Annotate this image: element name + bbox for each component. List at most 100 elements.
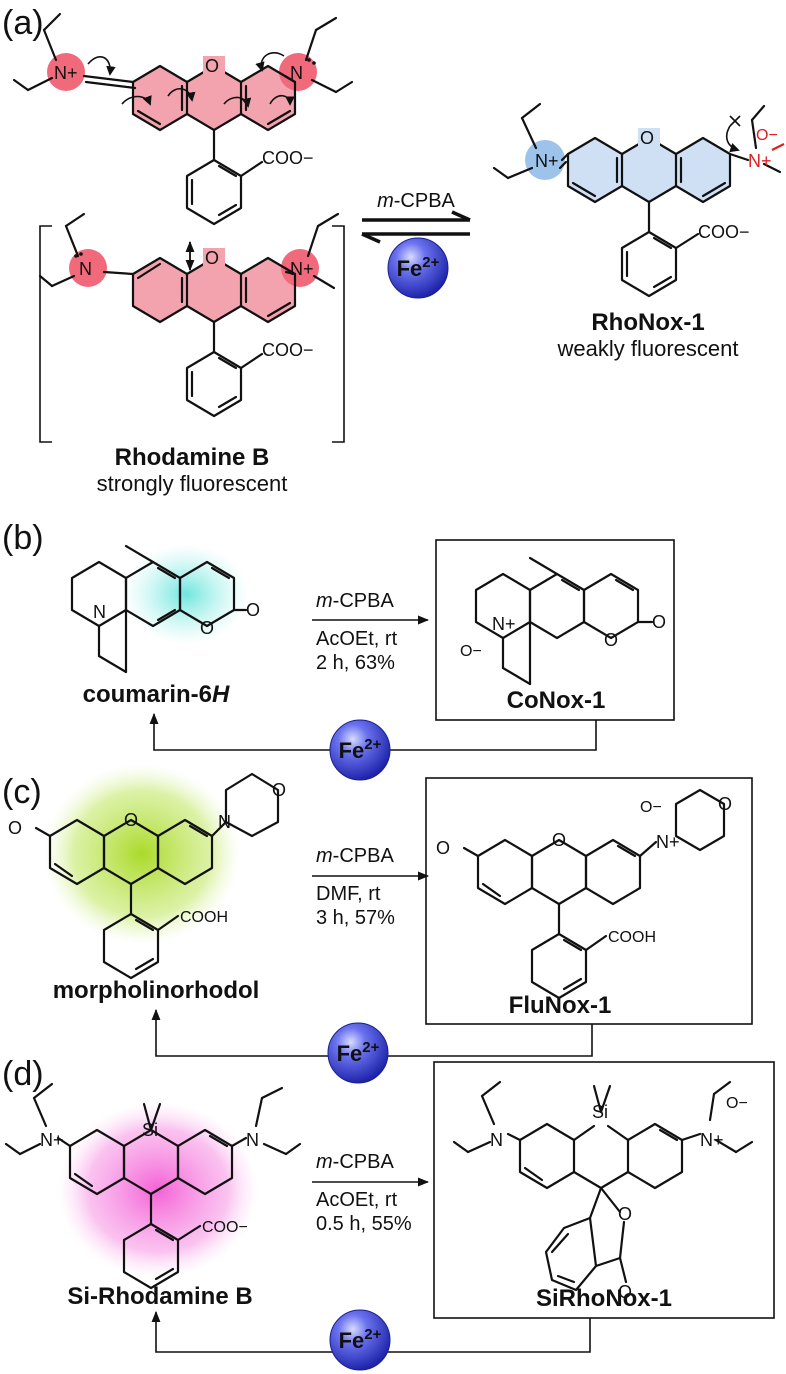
coumarin-atom-n: N xyxy=(93,602,106,622)
flunox-atom-o-carbonyl: O xyxy=(436,838,450,858)
svg-text:Fe2+: Fe2+ xyxy=(339,736,382,763)
rhonox-1-structure: O N+ N+ O− COO− xyxy=(492,102,785,298)
reagent-mcpba-d: m-CPBA xyxy=(316,1151,394,1173)
conox-atom-nplus: N+ xyxy=(492,614,516,634)
rhodamine-b-desc: strongly fluorescent xyxy=(97,471,288,496)
panel-d-label: (d) xyxy=(2,1055,44,1093)
atom-n-left-bottom: N xyxy=(79,259,92,279)
atom-o-top: O xyxy=(205,56,219,76)
conox-1-name: CoNox-1 xyxy=(507,687,606,714)
conditions-d-2: 0.5 h, 55% xyxy=(316,1213,412,1235)
reagent-mcpba-c: m-CPBA xyxy=(316,845,394,867)
flunox-cooh: COOH xyxy=(608,929,656,946)
conditions-c-2: 3 h, 57% xyxy=(316,907,395,929)
sirhonox-1-structure: Si N N+ O− O O xyxy=(452,1080,754,1302)
rhodamine-b-name: Rhodamine B xyxy=(115,444,270,471)
rhodamine-b-top-structure: O N+ N COO− xyxy=(12,12,354,226)
conox-atom-ominus: O− xyxy=(460,643,482,660)
sirhonox-atom-nplus: N+ xyxy=(700,1130,724,1150)
sirhonox-atom-o-lactone: O xyxy=(618,1204,632,1224)
flunox-1-name: FluNox-1 xyxy=(509,992,612,1019)
morpholinorhodol-structure: O O N O COOH xyxy=(8,764,286,980)
conditions-b-2: 2 h, 63% xyxy=(316,652,395,674)
si-rhodamine-atom-nplus: N+ xyxy=(40,1130,64,1150)
carboxylate-bottom: COO− xyxy=(262,340,314,360)
xanthene-highlight-bottom xyxy=(133,258,295,322)
coumarin-name: coumarin-6H xyxy=(83,681,230,708)
flunox-1-structure: O O N+ O− O COOH xyxy=(436,788,732,1000)
atom-o-bottom: O xyxy=(205,248,219,268)
rhodol-atom-o-carbonyl: O xyxy=(8,818,22,838)
panel-c-label: (c) xyxy=(2,773,42,811)
flunox-atom-ominus: O− xyxy=(640,799,662,816)
rhodamine-b-bottom-structure: O N N+ COO− xyxy=(38,212,340,418)
xanthene-highlight-top xyxy=(133,66,295,130)
bracket-left xyxy=(39,225,52,443)
carboxylate-top: COO− xyxy=(262,148,314,168)
panel-a: (a) xyxy=(2,4,785,496)
rhonox-atom-nplus-right: N+ xyxy=(748,151,772,171)
conox-1-box xyxy=(435,539,675,721)
si-rhodamine-atom-si: Si xyxy=(142,1120,158,1140)
sirhonox-atom-o-carbonyl: O xyxy=(618,1282,632,1302)
panel-d: (d) xyxy=(2,1055,775,1371)
sirhonox-atom-si: Si xyxy=(592,1102,608,1122)
atom-nplus-left-top: N+ xyxy=(54,63,78,83)
atom-nplus-right-bottom: N+ xyxy=(290,259,314,279)
sirhonox-atom-n: N xyxy=(490,1130,503,1150)
morpholine-atom-o: O xyxy=(272,780,286,800)
fe-ion-d: Fe2+ xyxy=(329,1309,391,1371)
conditions-c-1: DMF, rt xyxy=(316,883,381,905)
fe-ion-c: Fe2+ xyxy=(327,1022,389,1084)
conox-atom-o-carbonyl: O xyxy=(652,612,666,632)
flunox-atom-nplus: N+ xyxy=(656,832,680,852)
si-rhodamine-name: Si-Rhodamine B xyxy=(67,1283,252,1310)
si-rhodamine-atom-n: N xyxy=(246,1130,259,1150)
conox-atom-o: O xyxy=(604,630,618,650)
reagent-mcpba-a: m-CPBA xyxy=(377,190,455,212)
equilibrium-arrows: m-CPBA xyxy=(361,190,471,244)
flunox-atom-o-bridge: O xyxy=(552,830,566,850)
si-rhodamine-b-structure: Si N+ N COO− xyxy=(4,1082,302,1290)
n-highlight-blue xyxy=(525,140,565,180)
curly-arrows-top xyxy=(87,52,295,108)
coumarin-atom-o-carbonyl: O xyxy=(246,600,260,620)
svg-text:Fe2+: Fe2+ xyxy=(397,254,440,281)
rhodol-cooh: COOH xyxy=(180,909,228,926)
n-highlight-right-bottom xyxy=(281,249,319,287)
panel-a-label: (a) xyxy=(2,4,44,42)
panel-b: (b) N O O coumarin-6H m-CPBA xyxy=(2,519,675,781)
panel-c: (c) O O N O COOH xyxy=(2,764,753,1084)
rhonox-1-name: RhoNox-1 xyxy=(591,309,704,336)
rhonox-1-desc: weakly fluorescent xyxy=(557,336,739,361)
conditions-b-1: AcOEt, rt xyxy=(316,628,398,650)
morpholinorhodol-name: morpholinorhodol xyxy=(53,977,260,1004)
coumarin-6h-structure: N O O xyxy=(70,544,260,674)
n-highlight-left-top xyxy=(47,53,85,91)
svg-text:Fe2+: Fe2+ xyxy=(337,1039,380,1066)
conox-1-structure: N+ O− O O xyxy=(460,556,666,686)
conditions-d-1: AcOEt, rt xyxy=(316,1189,398,1211)
sirhonox-atom-ominus: O− xyxy=(726,1095,748,1112)
bracket-right xyxy=(332,225,345,443)
panel-b-label: (b) xyxy=(2,519,44,557)
svg-text:Fe2+: Fe2+ xyxy=(339,1326,382,1353)
n-highlight-right-top xyxy=(279,53,317,91)
atom-n-right-top: N xyxy=(290,63,303,83)
n-highlight-left-bottom xyxy=(69,249,107,287)
si-rhodamine-carboxylate: COO− xyxy=(202,1219,248,1236)
sirhonox-1-box xyxy=(433,1061,775,1319)
rhonox-carboxylate: COO− xyxy=(698,222,750,242)
steric-clash-mark xyxy=(725,115,741,153)
rhonox-atom-o: O xyxy=(640,128,654,148)
fe-ion-a: Fe2+ xyxy=(387,237,449,299)
sirhonox-1-name: SiRhoNox-1 xyxy=(536,1285,672,1312)
rhodol-atom-o-bridge: O xyxy=(124,810,138,830)
rhonox-atom-nplus-left: N+ xyxy=(535,151,559,171)
rhodol-atom-n: N xyxy=(218,812,231,832)
flunox-morpholine-o: O xyxy=(718,794,732,814)
flunox-1-box xyxy=(425,777,753,1025)
fe-ion-b: Fe2+ xyxy=(329,719,391,781)
reagent-mcpba-b: m-CPBA xyxy=(316,590,394,612)
